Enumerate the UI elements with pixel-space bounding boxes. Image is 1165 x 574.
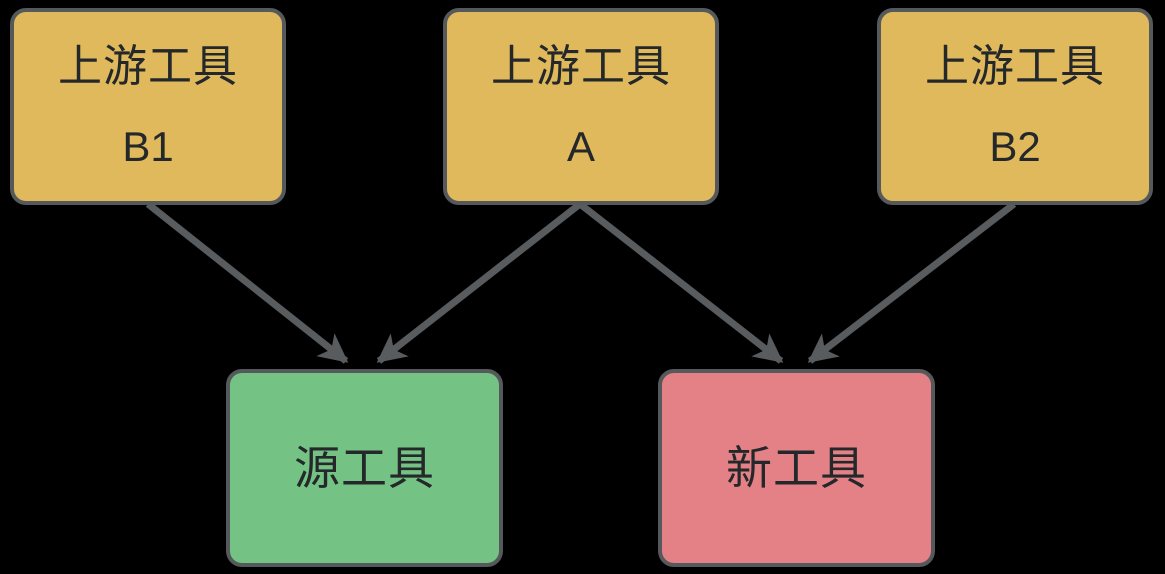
arrow-b2-to-new xyxy=(807,201,1017,364)
node-upstream-b1-label: 上游工具 xyxy=(58,41,238,91)
node-upstream-a-sublabel: A xyxy=(566,123,595,171)
arrow-a-to-new xyxy=(577,201,784,364)
node-upstream-b2-label: 上游工具 xyxy=(925,41,1105,91)
node-new-tool-label: 新工具 xyxy=(726,442,867,494)
node-source-tool: 源工具 xyxy=(226,369,503,567)
node-upstream-b1-sublabel: B1 xyxy=(122,123,174,171)
node-new-tool: 新工具 xyxy=(658,369,935,567)
arrow-b1-to-source xyxy=(145,201,349,364)
node-upstream-b2: 上游工具 B2 xyxy=(877,8,1153,205)
node-source-tool-label: 源工具 xyxy=(294,442,435,494)
arrow-a-to-source xyxy=(376,201,583,364)
node-upstream-b1: 上游工具 B1 xyxy=(10,8,286,205)
node-upstream-a: 上游工具 A xyxy=(443,8,719,205)
node-upstream-a-label: 上游工具 xyxy=(491,41,671,91)
node-upstream-b2-sublabel: B2 xyxy=(989,123,1041,171)
